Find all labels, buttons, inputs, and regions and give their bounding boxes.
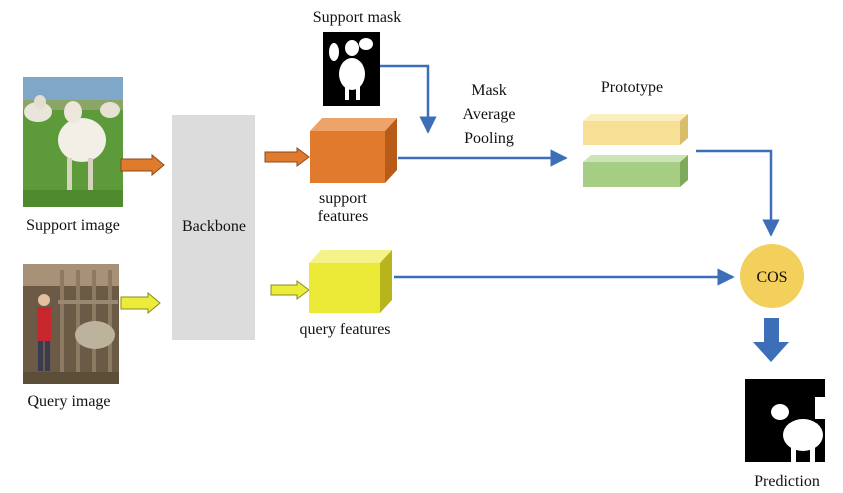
- support-features-cube: [310, 118, 397, 183]
- prototype-bar-top: [583, 114, 688, 145]
- prediction-label: Prediction: [754, 473, 820, 490]
- cos-to-prediction-arrow: [753, 318, 789, 362]
- support-mask-label: Support mask: [313, 9, 401, 26]
- backbone-block: [172, 115, 255, 340]
- support-mask-image: [323, 32, 380, 106]
- cos-node: [740, 244, 804, 308]
- mask-average-pooling-label-3: Pooling: [464, 130, 514, 147]
- support-image: [23, 77, 123, 207]
- support-features-label-2: features: [318, 208, 369, 225]
- query-image-label: Query image: [27, 393, 110, 410]
- cos-label: COS: [756, 269, 787, 286]
- prototype-label: Prototype: [601, 79, 663, 96]
- backbone-to-support-arrow: [264, 147, 310, 167]
- prototype-to-cos-arrow: [696, 149, 780, 237]
- support-image-label: Support image: [26, 217, 120, 234]
- backbone-to-query-arrow: [270, 280, 310, 300]
- query-features-label: query features: [299, 321, 390, 338]
- prototype-bar-bottom: [583, 155, 688, 187]
- prediction-image: [745, 379, 825, 462]
- mask-to-pooling-arrow: [380, 64, 437, 134]
- mask-average-pooling-label-1: Mask: [471, 82, 507, 99]
- query-features-cube: [309, 250, 392, 313]
- support-features-label-1: support: [319, 190, 368, 207]
- backbone-label: Backbone: [182, 218, 246, 235]
- support-input-arrow: [120, 153, 165, 177]
- mask-average-pooling-label-2: Average: [463, 106, 516, 123]
- query-image: [23, 264, 119, 384]
- query-input-arrow: [120, 291, 161, 315]
